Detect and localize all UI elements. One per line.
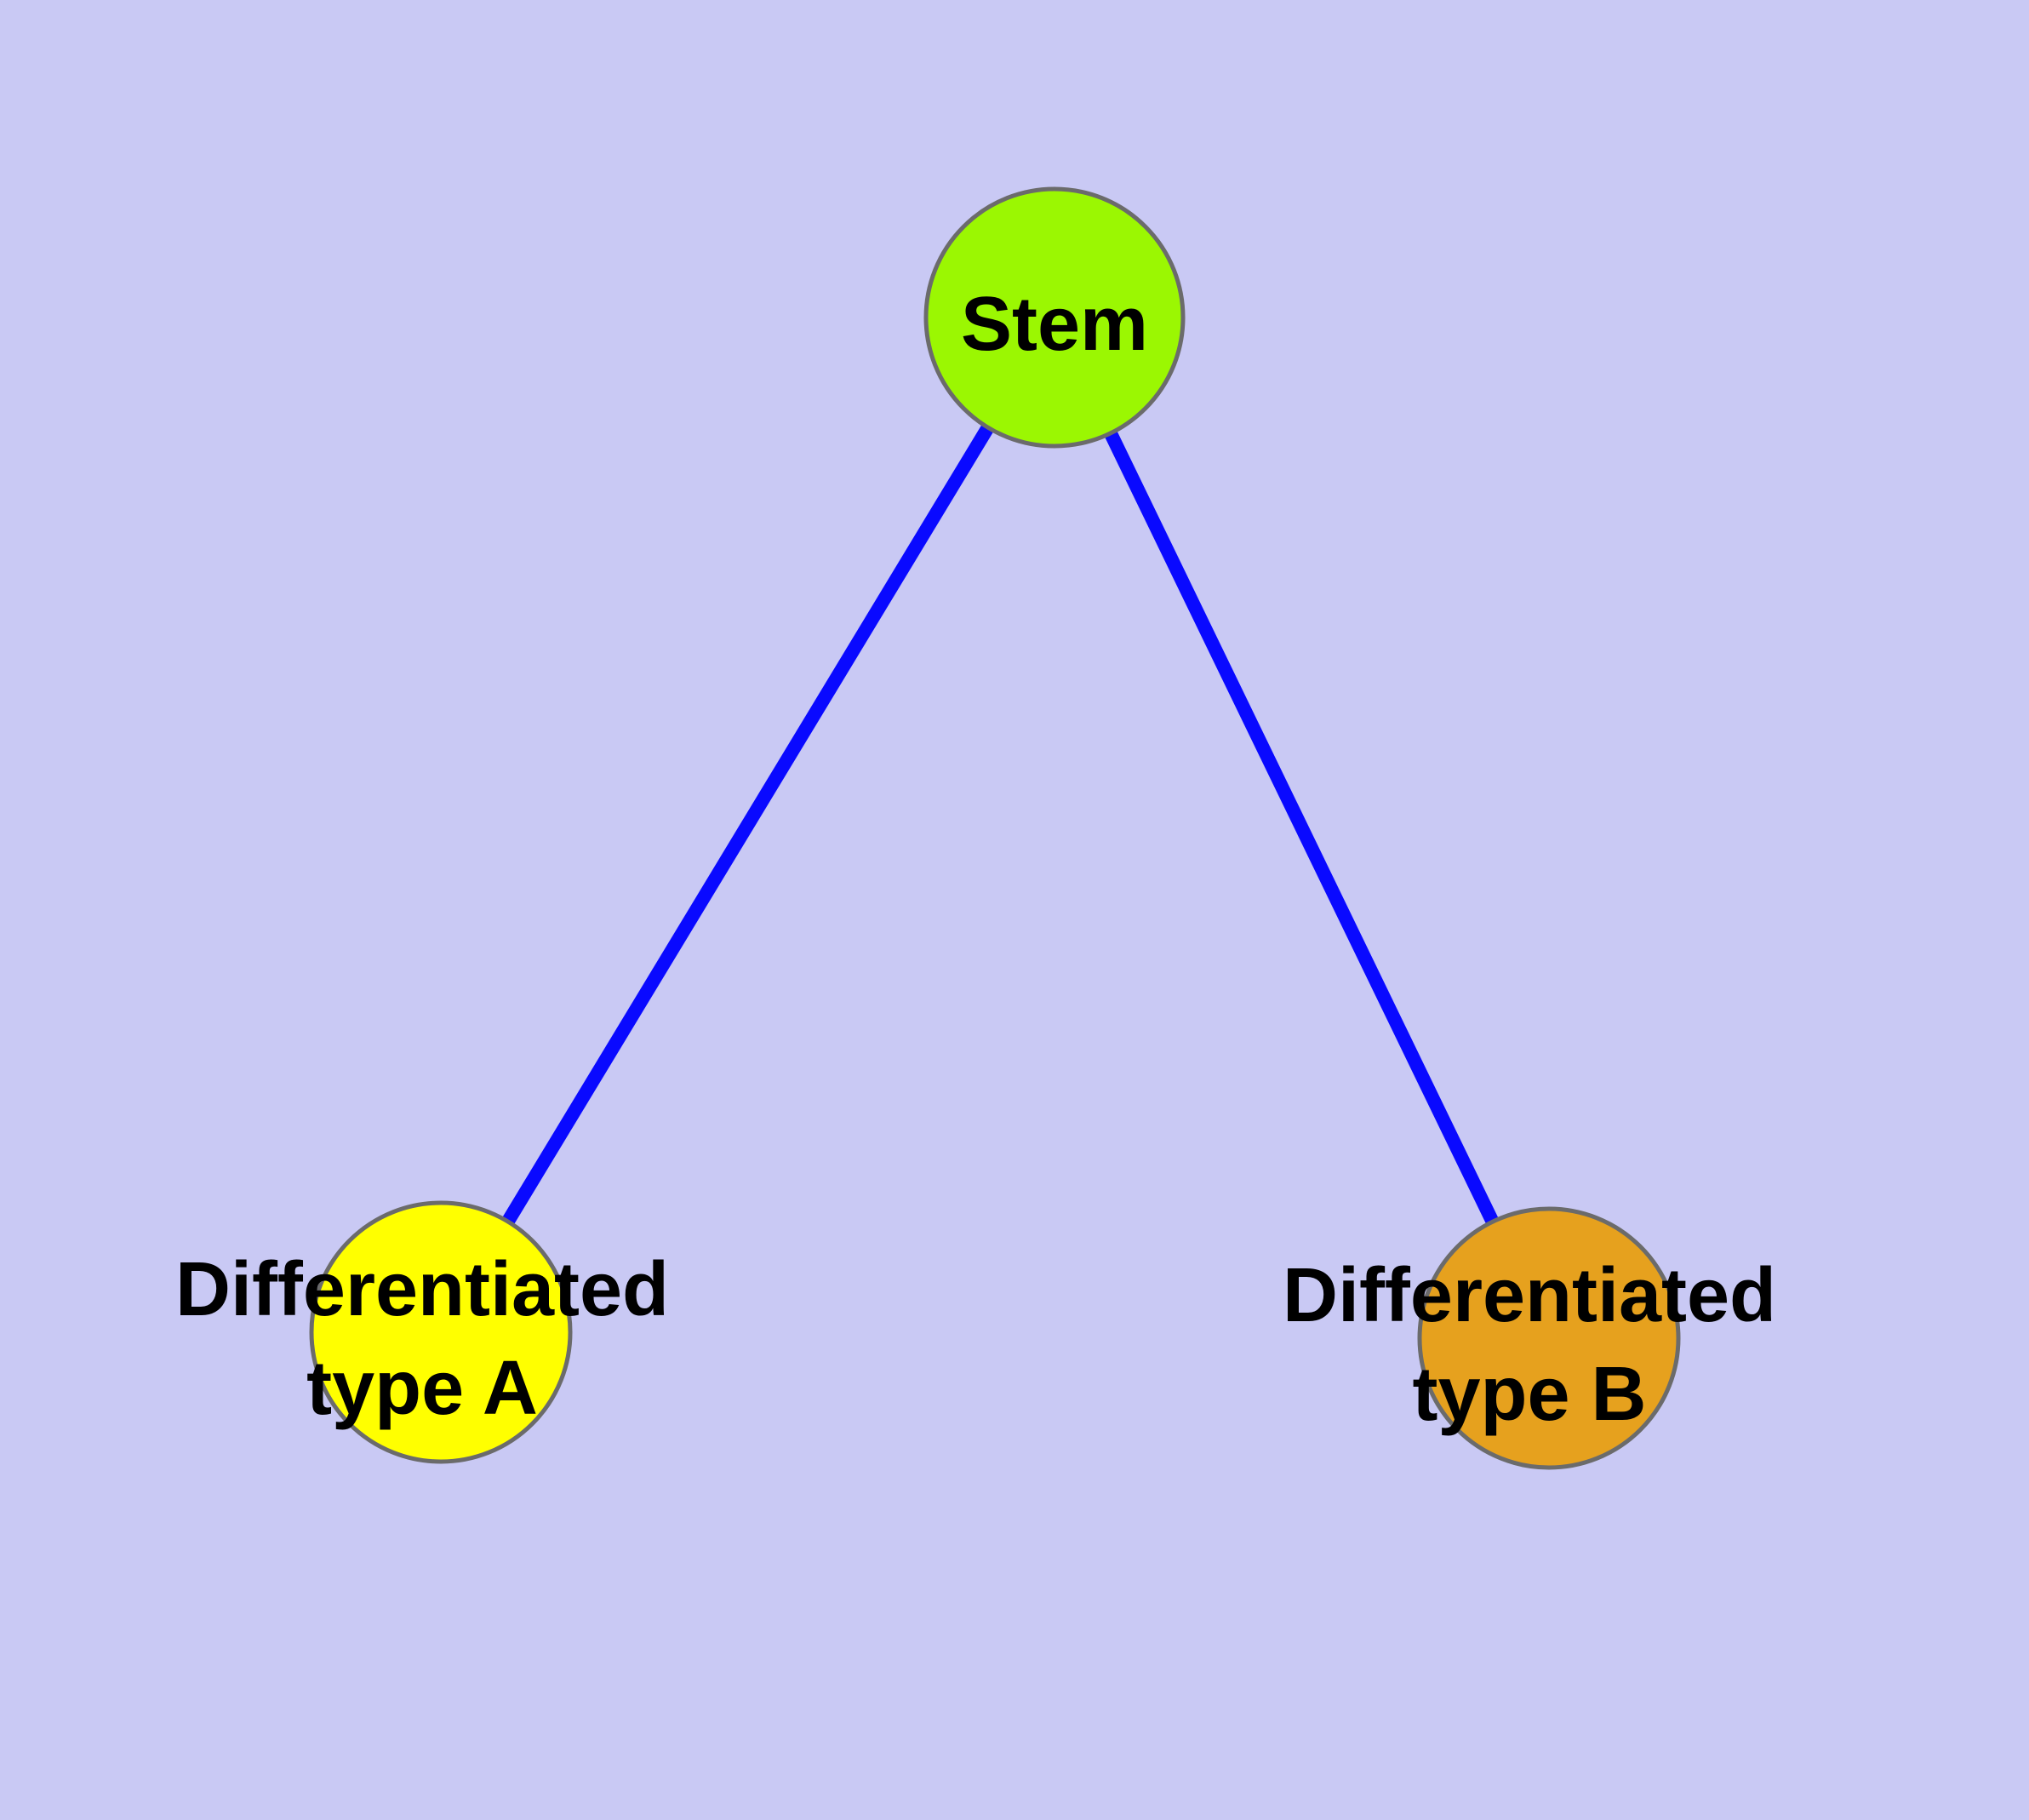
node-label-stem: Stem — [961, 282, 1148, 367]
edge-stem-to-differentiated-type-b — [1048, 314, 1556, 1342]
edge-stem-to-differentiated-type-a — [435, 313, 1060, 1336]
node-differentiated-type-b — [1417, 1206, 1681, 1470]
node-differentiated-type-a — [309, 1200, 573, 1464]
node-stem — [923, 186, 1186, 449]
